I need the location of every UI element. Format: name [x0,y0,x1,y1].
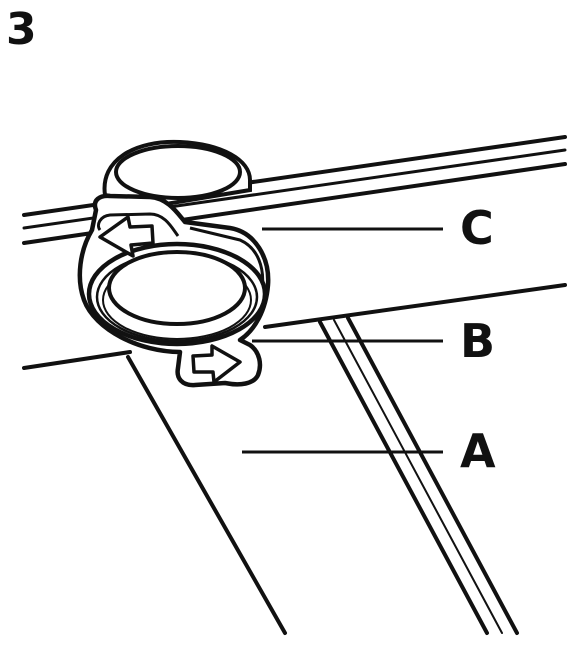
arrow-right-icon [191,344,242,384]
label-c: C [460,201,494,255]
arrow-left-icon [98,215,155,258]
step-number: 3 [6,4,37,55]
panel-a [126,316,519,635]
connector-back [102,139,252,208]
leader-lines [242,227,443,454]
ring-connector-b [77,193,271,388]
label-a: A [460,424,496,478]
label-b: B [460,314,496,368]
